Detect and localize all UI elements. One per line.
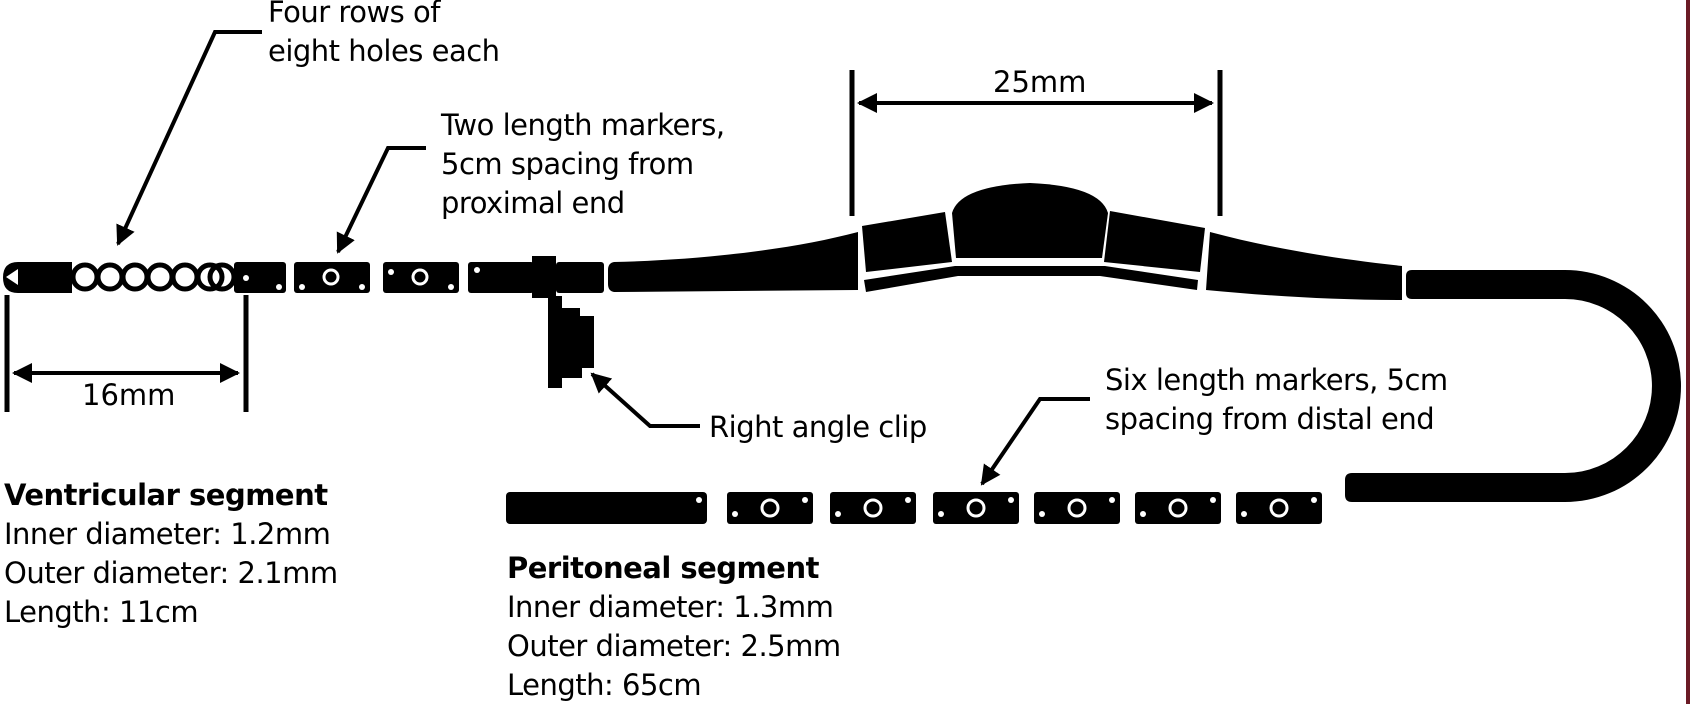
inflow-tube [608,232,858,292]
peritoneal-outer-diameter: Outer diameter: 2.5mm [507,629,841,663]
catheter-segment [556,262,604,293]
distal-marker-5 [1135,492,1221,524]
right-angle-clip [532,256,594,388]
clip-callout: Right angle clip [709,410,927,444]
catheter-segment [506,492,707,524]
page-edge [1686,0,1690,704]
peritoneal-inner-diameter: Inner diameter: 1.3mm [507,590,834,624]
holes-callout: Four rows of eight holes each [268,0,500,68]
clip-leader [590,372,700,428]
distal-marker-4 [1034,492,1120,524]
hole-section [70,262,237,292]
peritoneal-title: Peritoneal segment [507,551,819,585]
distal-marker-1 [727,492,813,524]
peritoneal-length: Length: 65cm [507,668,702,702]
proximal-marker-1 [294,262,370,293]
distal-marker-6 [1236,492,1322,524]
ventricular-inner-diameter: Inner diameter: 1.2mm [4,517,331,551]
dimension-label-16mm: 16mm [82,378,176,412]
ventricular-spec: Ventricular segment Inner diameter: 1.2m… [4,476,338,632]
dimension-16mm [4,295,249,412]
distal-marker-2 [830,492,916,524]
proximal-marker-2 [383,262,459,293]
reservoir [862,183,1402,300]
distal-markers-callout: Six length markers, 5cm spacing from dis… [1105,363,1448,436]
distal-markers-leader [980,397,1090,486]
catheter-segment [234,262,286,293]
ventricular-catheter [3,262,604,293]
proximal-markers-callout: Two length markers, 5cm spacing from pro… [441,108,725,220]
callout-leaders [116,30,1090,486]
proximal-markers-leader [336,146,426,254]
ventricular-title: Ventricular segment [4,478,328,512]
dimension-label-25mm: 25mm [993,65,1087,99]
distal-markers [727,492,1322,524]
peritoneal-catheter [506,270,1681,524]
distal-marker-3 [933,492,1019,524]
catheter-bend [1345,270,1681,502]
catheter-tip [3,262,72,293]
ventricular-outer-diameter: Outer diameter: 2.1mm [4,556,338,590]
ventricular-length: Length: 11cm [4,595,199,629]
catheter-segment [468,262,534,293]
dimension-25mm [849,70,1223,216]
peritoneal-spec: Peritoneal segment Inner diameter: 1.3mm… [507,549,841,705]
holes-leader [116,30,262,246]
